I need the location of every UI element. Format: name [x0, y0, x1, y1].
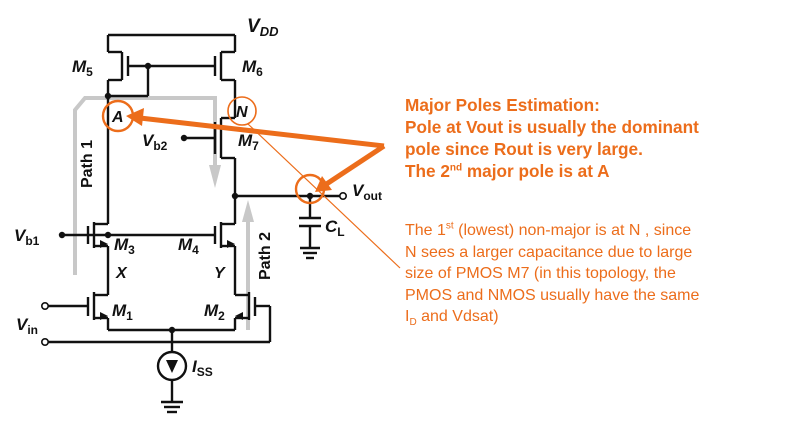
- body-line: ID and Vdsat): [405, 308, 499, 329]
- m3-label: M3: [114, 235, 135, 257]
- node-a-label: A: [111, 109, 124, 126]
- node-n-label: N: [236, 104, 248, 121]
- vb1-label: Vb1: [14, 226, 40, 248]
- body-line: N sees a larger capacitance due to large: [405, 243, 693, 261]
- body-line: The 1st (lowest) non-major is at N , sin…: [405, 220, 692, 239]
- path1-label: Path 1: [79, 140, 96, 188]
- m2-label: M2: [204, 301, 225, 323]
- cl-label: CL: [325, 217, 345, 239]
- pole-annotations: [101, 96, 401, 269]
- heading-line: Pole at Vout is usually the dominant: [405, 117, 699, 137]
- m5-label: M5: [72, 57, 93, 79]
- junction-dots: [58, 62, 314, 334]
- circuit-wires: [48, 33, 340, 414]
- heading-line: The 2nd major pole is at A: [405, 161, 610, 181]
- pole-estimation-heading: Major Poles Estimation: Pole at Vout is …: [405, 94, 805, 182]
- heading-line: pole since Rout is very large.: [405, 139, 643, 159]
- vout-label: Vout: [352, 181, 382, 203]
- non-major-pole-explanation: The 1st (lowest) non-major is at N , sin…: [405, 220, 805, 328]
- path2-label: Path 2: [257, 232, 274, 280]
- vb2-label: Vb2: [142, 131, 168, 153]
- terminals: [40, 192, 347, 346]
- m6-label: M6: [242, 57, 263, 79]
- vin-label: Vin: [16, 315, 38, 337]
- heading-line: Major Poles Estimation:: [405, 95, 600, 115]
- vdd-label: VDD: [247, 16, 279, 39]
- iss-label: ISS: [192, 357, 213, 379]
- m4-label: M4: [178, 235, 199, 257]
- signal-path-1: [73, 96, 221, 275]
- node-x-label: X: [115, 265, 128, 282]
- transistor-arrows: [100, 240, 243, 373]
- body-line: PMOS and NMOS usually have the same: [405, 286, 700, 304]
- node-y-label: Y: [214, 265, 226, 282]
- annotation-arrowheads: [126, 108, 332, 192]
- m1-label: M1: [112, 301, 133, 323]
- m7-label: M7: [238, 131, 259, 153]
- body-line: size of PMOS M7 (in this topology, the: [405, 265, 676, 282]
